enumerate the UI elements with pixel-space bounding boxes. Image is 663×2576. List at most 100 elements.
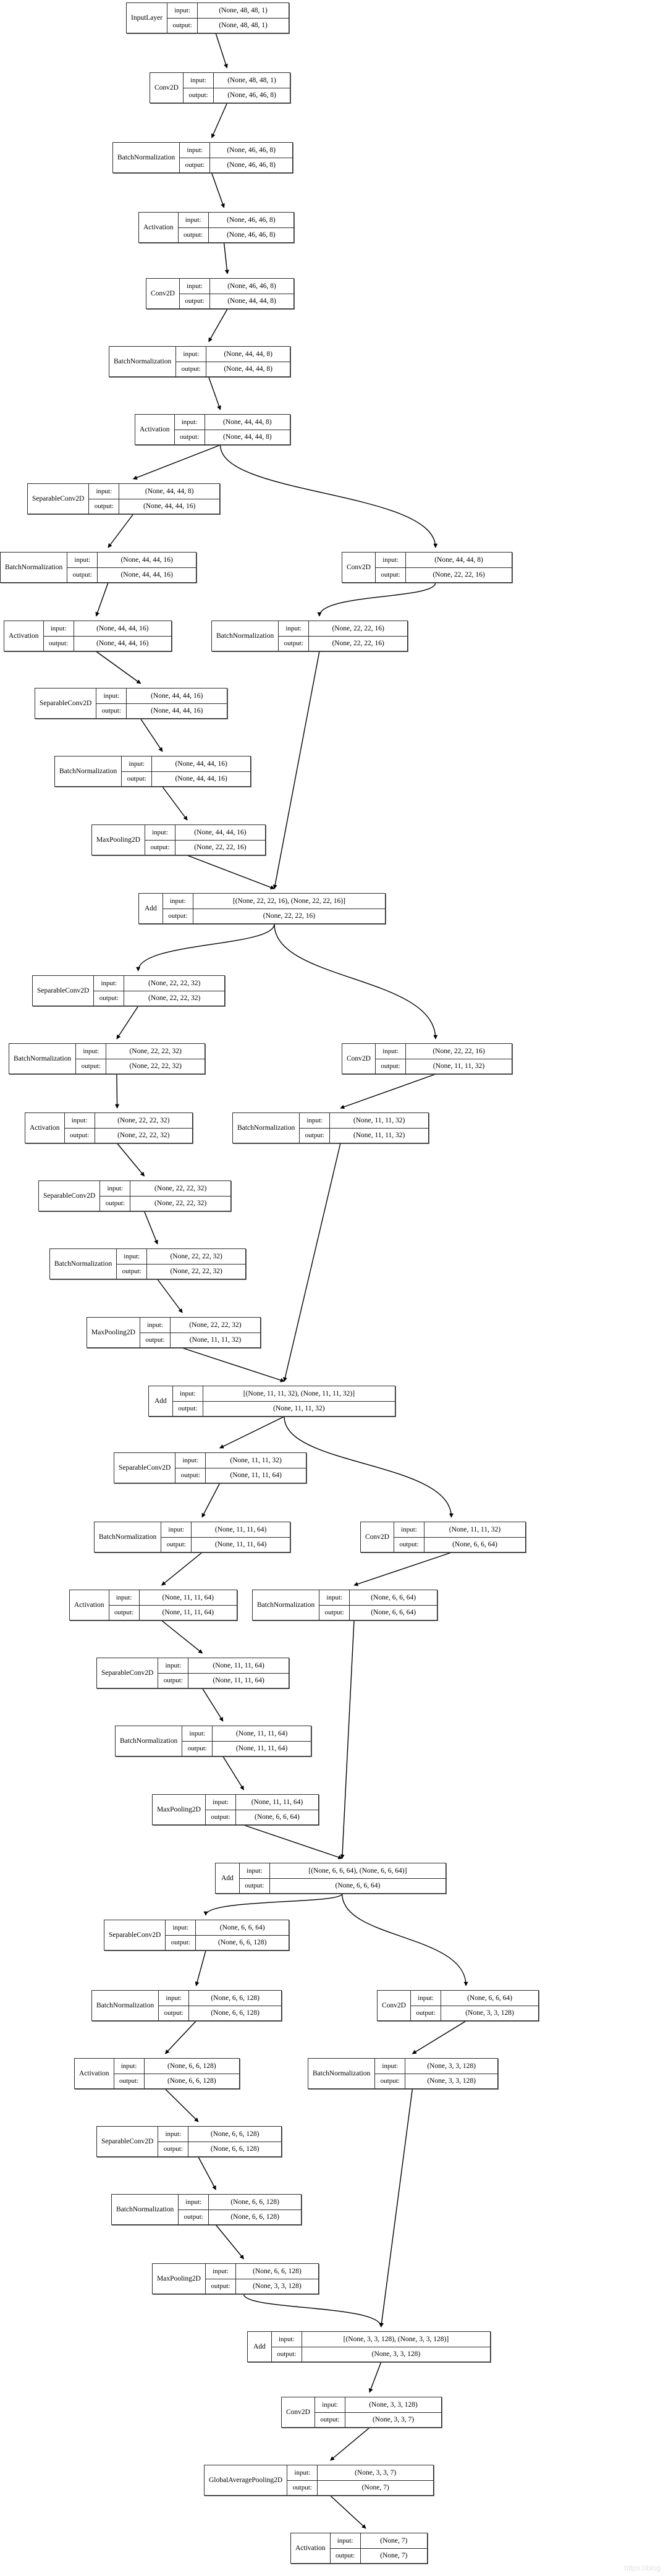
input-shape: (None, 22, 22, 16) bbox=[308, 621, 407, 636]
output-row: output:(None, 44, 44, 16) bbox=[122, 771, 250, 786]
input-label: input: bbox=[190, 76, 206, 84]
output-shape: (None, 6, 6, 64) bbox=[349, 1605, 437, 1620]
input-shape: (None, 6, 6, 128) bbox=[208, 2195, 301, 2210]
output-shape: (None, 7) bbox=[360, 2548, 427, 2563]
edge-n43-to-n44 bbox=[368, 2362, 382, 2393]
layer-type-label: Activation bbox=[140, 425, 170, 433]
input-label: input: bbox=[187, 282, 203, 290]
input-label: input: bbox=[182, 1456, 199, 1464]
input-row: input:(None, 44, 44, 16) bbox=[122, 756, 250, 771]
layer-shapes: input:(None, 22, 22, 32)output:(None, 11… bbox=[139, 1318, 260, 1347]
input-label: input: bbox=[172, 1923, 189, 1931]
input-shape: [(None, 3, 3, 128), (None, 3, 3, 128)] bbox=[301, 2332, 490, 2347]
layer-shapes: input:(None, 11, 11, 64)output:(None, 11… bbox=[158, 1658, 289, 1688]
output-label: output: bbox=[292, 2484, 312, 2492]
input-label: input: bbox=[165, 2130, 182, 2138]
output-label: output: bbox=[171, 1939, 190, 1947]
input-row: input:(None, 44, 44, 8) bbox=[175, 415, 290, 430]
input-shape: (None, 44, 44, 16) bbox=[174, 825, 265, 840]
layer-shapes: input:(None, 22, 22, 16)output:(None, 11… bbox=[374, 1044, 512, 1074]
input-label: input: bbox=[189, 1729, 206, 1737]
input-row: input:(None, 46, 46, 8) bbox=[180, 279, 293, 294]
output-label: output: bbox=[245, 1882, 264, 1890]
input-row: input:(None, 11, 11, 32) bbox=[394, 1522, 525, 1537]
layer-shapes: input:(None, 22, 22, 16)output:(None, 22… bbox=[278, 621, 407, 651]
layer-shapes: input:[(None, 6, 6, 64), (None, 6, 6, 64… bbox=[239, 1863, 446, 1893]
input-shape: (None, 46, 46, 8) bbox=[208, 213, 293, 227]
output-label: output: bbox=[127, 775, 146, 783]
output-row: output:(None, 6, 6, 128) bbox=[114, 2073, 239, 2088]
layer-type-label: BatchNormalization bbox=[117, 153, 175, 161]
output-row: output:(None, 22, 22, 32) bbox=[100, 1195, 230, 1211]
input-shape: (None, 22, 22, 32) bbox=[94, 1113, 192, 1128]
input-shape: (None, 11, 11, 64) bbox=[188, 1658, 289, 1673]
layer-shapes: input:(None, 6, 6, 128)output:(None, 6, … bbox=[178, 2195, 301, 2224]
layer-type-label: MaxPooling2D bbox=[96, 836, 140, 844]
output-label: output: bbox=[416, 2009, 436, 2017]
input-label: input: bbox=[168, 1525, 185, 1533]
layer-type-label: Activation bbox=[79, 2069, 109, 2077]
input-label: input: bbox=[116, 1593, 132, 1601]
input-label: input: bbox=[129, 760, 145, 768]
output-row: output:(None, 11, 11, 64) bbox=[182, 1740, 311, 1756]
output-row: output:(None, 22, 22, 16) bbox=[279, 635, 407, 651]
input-label: input: bbox=[337, 2536, 353, 2544]
edge-n32-to-n33 bbox=[222, 1756, 245, 1790]
output-label: output: bbox=[94, 502, 114, 511]
input-shape: (None, 11, 11, 32) bbox=[329, 1113, 428, 1128]
input-label: input: bbox=[418, 1994, 434, 2002]
edge-n35-to-n37 bbox=[195, 1950, 206, 1986]
output-shape: (None, 44, 44, 8) bbox=[204, 430, 290, 444]
output-row: output:(None, 44, 44, 8) bbox=[179, 293, 293, 308]
input-label: input: bbox=[382, 556, 399, 564]
output-row: output:(None, 11, 11, 32) bbox=[375, 1058, 512, 1074]
edge-n12-to-n13 bbox=[96, 651, 141, 684]
input-shape: (None, 3, 3, 128) bbox=[344, 2397, 441, 2412]
layer-type-label: BatchNormalization bbox=[216, 632, 274, 640]
output-row: output:(None, 3, 3, 128) bbox=[375, 2073, 497, 2088]
edge-n3-to-n4 bbox=[211, 172, 225, 208]
edge-n44-to-n45 bbox=[330, 2427, 370, 2461]
output-shape: (None, 22, 22, 32) bbox=[124, 991, 224, 1006]
input-row: input:[(None, 6, 6, 64), (None, 6, 6, 64… bbox=[240, 1863, 446, 1878]
output-row: output:(None, 22, 22, 32) bbox=[76, 1058, 205, 1074]
output-row: output:(None, 11, 11, 64) bbox=[158, 1672, 289, 1688]
output-label: output: bbox=[163, 1677, 183, 1685]
output-label: output: bbox=[122, 1268, 141, 1276]
input-row: input:(None, 46, 46, 8) bbox=[180, 143, 292, 158]
output-shape: (None, 3, 3, 128) bbox=[405, 2074, 497, 2088]
layer-type-label: Activation bbox=[295, 2544, 326, 2552]
edge-n41-to-n42 bbox=[215, 2224, 245, 2260]
input-label: input: bbox=[107, 1184, 124, 1192]
input-label: input: bbox=[246, 1866, 263, 1875]
layer-type-label: BatchNormalization bbox=[237, 1124, 295, 1132]
input-label: input: bbox=[74, 556, 91, 564]
input-row: input:(None, 22, 22, 32) bbox=[76, 1044, 205, 1059]
layer-type-label: Conv2D bbox=[154, 83, 179, 91]
output-shape: (None, 46, 46, 8) bbox=[208, 227, 293, 242]
input-shape: (None, 6, 6, 128) bbox=[235, 2264, 318, 2279]
input-label: input: bbox=[103, 692, 120, 700]
layer-type-label: SeparableConv2D bbox=[43, 1192, 96, 1200]
output-label: output: bbox=[381, 571, 400, 579]
layer-type-label: Conv2D bbox=[382, 2001, 406, 2009]
output-shape: (None, 22, 22, 32) bbox=[106, 1059, 205, 1074]
input-shape: (None, 6, 6, 64) bbox=[195, 1920, 289, 1935]
input-label: input: bbox=[187, 146, 203, 154]
output-label: output: bbox=[163, 2145, 183, 2153]
input-shape: [(None, 22, 22, 16), (None, 22, 22, 16)] bbox=[192, 894, 385, 909]
edge-n22-to-n23 bbox=[143, 1211, 158, 1245]
layer-type-label: BatchNormalization bbox=[54, 1260, 112, 1268]
input-row: input:(None, 44, 44, 16) bbox=[145, 825, 265, 840]
edge-n5-to-n6 bbox=[208, 308, 228, 342]
output-row: output:(None, 6, 6, 128) bbox=[179, 2209, 301, 2224]
input-shape: (None, 6, 6, 128) bbox=[143, 2059, 239, 2074]
edge-n29-to-n34 bbox=[340, 1620, 355, 1859]
